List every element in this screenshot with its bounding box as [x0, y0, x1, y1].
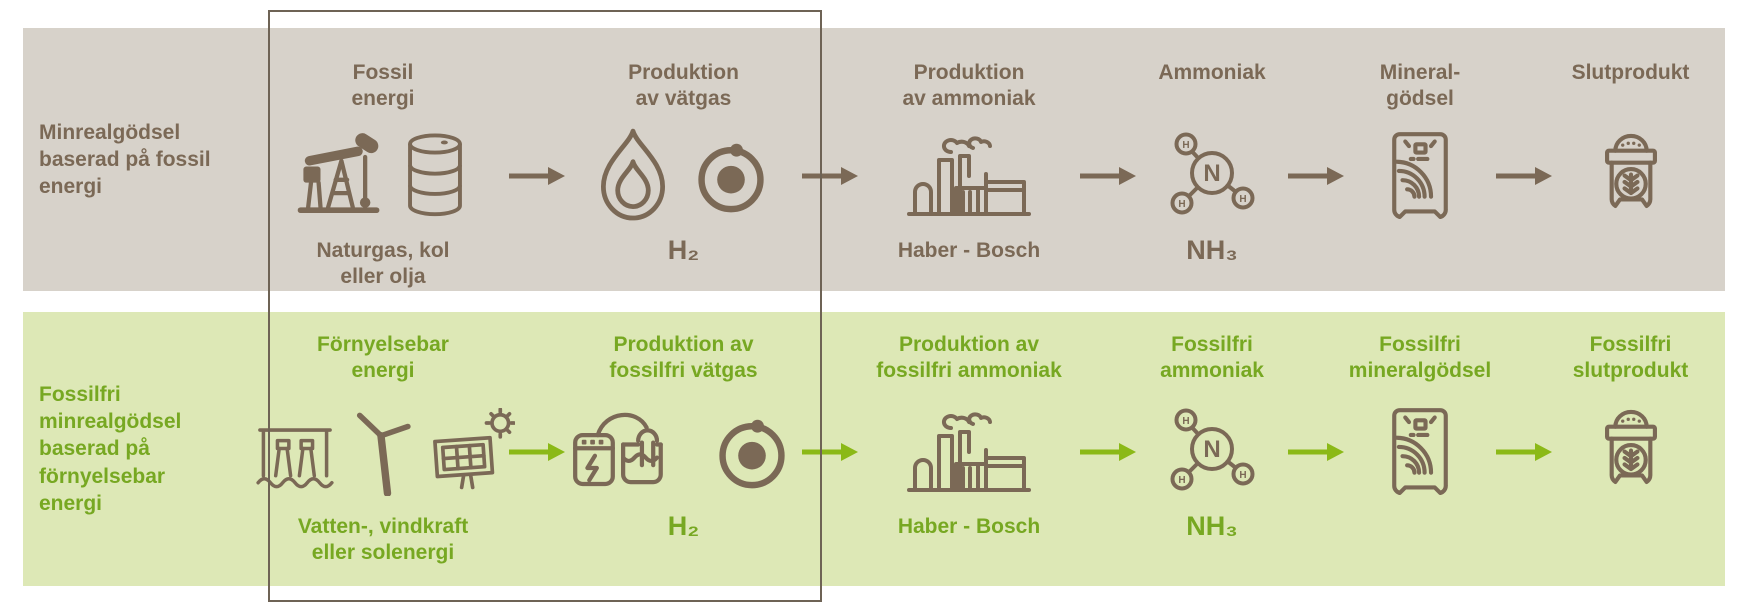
step-icon-group — [906, 398, 1032, 506]
product-bag-icon — [1585, 399, 1677, 505]
factory-icon — [906, 402, 1032, 502]
step-heading: Produktion av fossilfri vätgas — [609, 333, 758, 382]
flow-arrow — [1495, 312, 1553, 586]
row-label-fossil-free: Fossilfri minrealgödsel baserad på förny… — [23, 312, 258, 586]
step-icon-group: N H H H — [1162, 398, 1262, 506]
fertilizer-bag-icon — [1374, 123, 1466, 229]
flow-arrow — [1079, 312, 1137, 586]
nh3-molecule-icon: N H H H — [1162, 126, 1262, 226]
solar-panel-icon — [423, 408, 515, 496]
step-icon-group — [1585, 398, 1677, 506]
step-icon-group — [569, 398, 798, 506]
step-icon-group — [906, 122, 1032, 230]
step-heading: Fossil energi — [351, 61, 415, 110]
svg-text:H: H — [1239, 470, 1246, 481]
flow-arrow — [1495, 28, 1553, 291]
step-caption: NH₃ — [1186, 511, 1238, 541]
hydro-dam-icon — [251, 409, 339, 495]
step-heading: Fossilfri ammoniak — [1160, 333, 1264, 382]
svg-text:H: H — [1182, 140, 1189, 151]
flow-arrow — [801, 312, 859, 586]
svg-text:H: H — [1239, 194, 1246, 205]
flow-arrow — [508, 312, 566, 586]
step-caption: Vatten-, vindkraft eller solenergi — [297, 515, 469, 564]
fertilizer-bag-icon — [1374, 399, 1466, 505]
step-fossil-free-end-product: Fossilfri slutprodukt — [1553, 312, 1708, 586]
step-heading: Mineral-gödsel — [1379, 61, 1461, 110]
step-heading: Produktion av ammoniak — [902, 61, 1036, 110]
product-bag-icon — [1585, 123, 1677, 229]
step-icon-group — [1585, 122, 1677, 230]
step-icon-group — [1374, 122, 1466, 230]
factory-icon — [906, 126, 1032, 226]
wind-turbine-icon — [348, 408, 414, 496]
step-heading: Ammoniak — [1158, 61, 1266, 84]
flow-arrow — [1287, 312, 1345, 586]
step-heading: Produktion av fossilfri ammoniak — [876, 333, 1062, 382]
fossil-free-row: Fossilfri minrealgödsel baserad på förny… — [23, 312, 1725, 586]
flow-arrow — [508, 28, 566, 291]
svg-text:N: N — [1203, 160, 1220, 187]
nh3-molecule-icon: N H H H — [1162, 402, 1262, 502]
step-heading: Produktion av vätgas — [628, 61, 739, 110]
step-caption: Haber - Bosch — [897, 239, 1041, 262]
oil-pump-icon — [292, 127, 387, 225]
fossil-row: Minrealgödsel baserad på fossil energi F… — [23, 28, 1725, 291]
step-icon-group — [590, 122, 777, 230]
atom-icon — [685, 130, 777, 222]
step-mineral-fertilizer: Mineral-gödsel — [1345, 28, 1495, 291]
step-heading: Slutprodukt — [1571, 61, 1690, 84]
row-label-fossil-text: Minrealgödsel baserad på fossil energi — [39, 120, 211, 199]
oil-barrel-icon — [396, 127, 474, 225]
svg-text:H: H — [1178, 199, 1185, 210]
flame-icon — [590, 125, 676, 227]
electrolyzer-icon — [569, 405, 697, 499]
step-caption: H₂ — [667, 511, 700, 541]
step-caption: Haber - Bosch — [897, 515, 1041, 538]
svg-text:H: H — [1178, 475, 1185, 486]
step-end-product: Slutprodukt — [1553, 28, 1708, 291]
flow-arrow — [1287, 28, 1345, 291]
step-heading: Fossilfri slutprodukt — [1572, 333, 1689, 382]
svg-text:N: N — [1203, 436, 1220, 463]
svg-text:H: H — [1182, 416, 1189, 427]
step-caption: H₂ — [667, 235, 700, 265]
step-icon-group: N H H H — [1162, 122, 1262, 230]
atom-icon — [706, 406, 798, 498]
step-icon-group — [251, 398, 515, 506]
flow-arrow — [801, 28, 859, 291]
step-caption: Naturgas, kol eller olja — [316, 239, 450, 288]
step-fossil-free-mineral-fertilizer: Fossilfri mineralgödsel — [1345, 312, 1495, 586]
step-icon-group — [292, 122, 474, 230]
step-heading: Förnyelsebar energi — [317, 333, 449, 382]
flow-arrow — [1079, 28, 1137, 291]
row-label-fossil: Minrealgödsel baserad på fossil energi — [23, 28, 258, 291]
step-caption: NH₃ — [1186, 235, 1238, 265]
row-label-fossil-free-text: Fossilfri minrealgödsel baserad på förny… — [39, 382, 182, 515]
step-heading: Fossilfri mineralgödsel — [1348, 333, 1492, 382]
step-icon-group — [1374, 398, 1466, 506]
